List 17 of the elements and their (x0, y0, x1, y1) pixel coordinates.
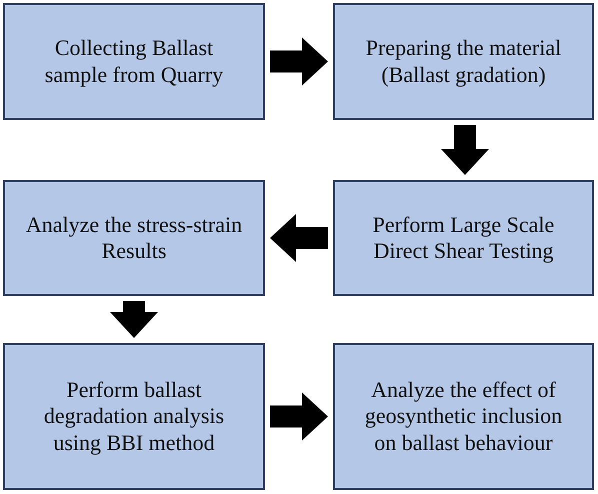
block-arrow (441, 125, 489, 175)
step-text: Perform Large Scale Direct Shear Testing (372, 212, 556, 264)
block-arrow (110, 301, 158, 338)
process-box (333, 3, 594, 120)
process-box (3, 180, 265, 296)
process-box (3, 343, 265, 490)
block-arrow (270, 214, 328, 262)
step-text: Collecting Ballast sample from Quarry (44, 35, 224, 88)
block-arrow (270, 38, 328, 86)
step-text: Analyze the stress-strain Results (25, 212, 243, 264)
process-box (333, 343, 594, 490)
step-text: Perform ballast degradation analysis using BBI method (42, 376, 226, 456)
step-text: Analyze the effect of geosynthetic inclusion on ballast behaviour (364, 376, 564, 456)
process-box (3, 3, 265, 120)
process-box (333, 180, 594, 296)
step-text: Preparing the material (Ballast gradation) (364, 35, 562, 88)
block-arrow (270, 392, 328, 440)
